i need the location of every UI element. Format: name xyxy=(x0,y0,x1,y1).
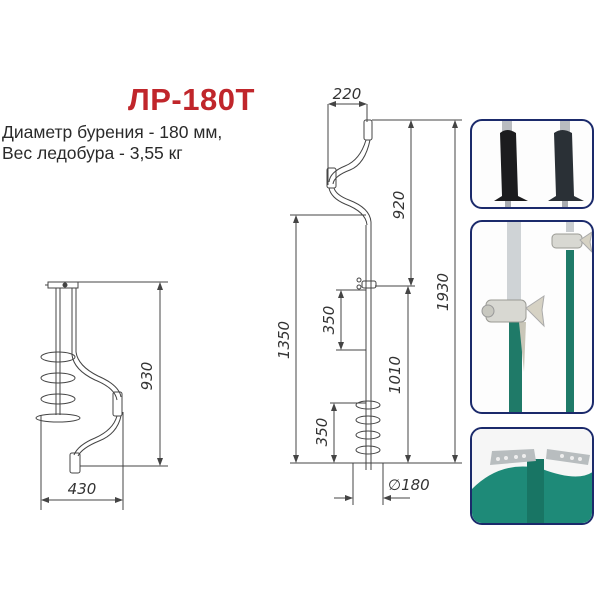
dim-diameter-180: ∅180 xyxy=(388,476,430,494)
extended-drill-drawing xyxy=(290,101,462,505)
dim-430: 430 xyxy=(68,480,97,498)
dim-920: 920 xyxy=(390,191,408,220)
dim-220: 220 xyxy=(333,85,362,103)
handle-grips-photo xyxy=(470,119,594,209)
spec-weight: Вес ледобура - 3,55 кг xyxy=(2,143,183,163)
folded-drill-drawing xyxy=(35,281,168,510)
dim-350-upper: 350 xyxy=(320,306,338,335)
dim-1350: 1350 xyxy=(275,321,293,359)
dim-350-lower: 350 xyxy=(313,418,331,447)
dim-1010: 1010 xyxy=(386,356,404,394)
dim-1930: 1930 xyxy=(434,273,452,311)
model-title: ЛР-180Т xyxy=(128,82,255,117)
cutting-blades-photo xyxy=(470,427,594,525)
dim-930: 930 xyxy=(138,362,156,391)
spec-diameter: Диаметр бурения - 180 мм, xyxy=(2,122,223,142)
telescopic-clamp-photo xyxy=(470,220,594,414)
